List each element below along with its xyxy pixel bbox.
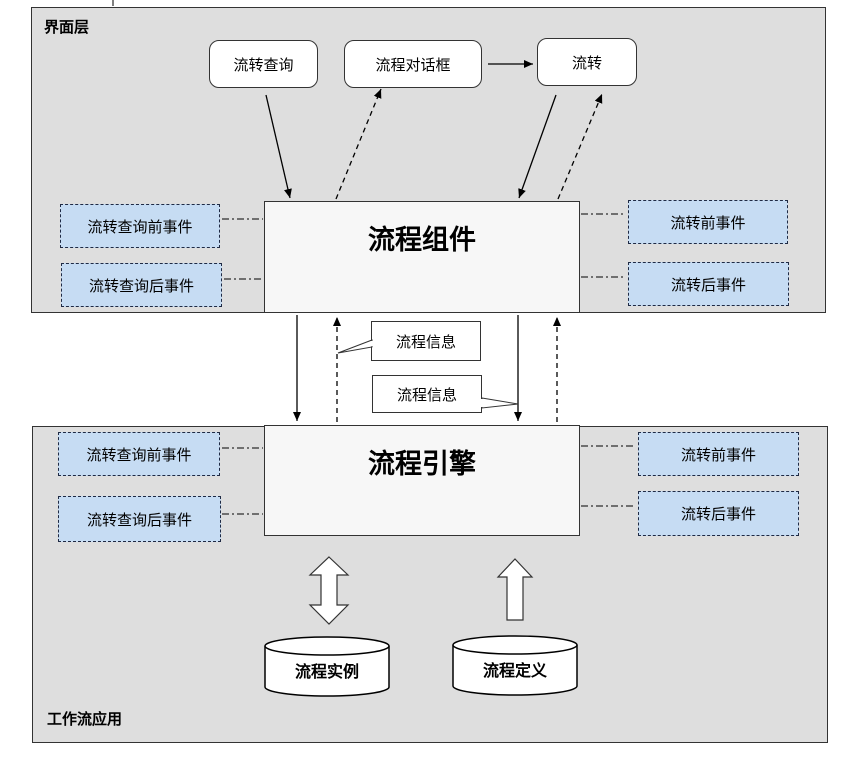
transfer-to-component-arrow	[518, 94, 557, 199]
app-after-query-event: 流转查询后事件	[58, 496, 221, 542]
ui-before-query-event: 流转查询前事件	[60, 204, 220, 248]
callout-lower-pointer	[481, 397, 519, 409]
app-layer-title: 工作流应用	[47, 710, 123, 728]
flow-info-callout-upper: 流程信息	[371, 321, 481, 361]
component-to-dialog-arrow	[335, 88, 382, 200]
process-component-box: 流程组件	[264, 201, 580, 313]
flow-transfer-button[interactable]: 流转	[537, 38, 637, 86]
ui-layer-title: 界面层	[44, 18, 90, 36]
definition-to-engine-arrow	[496, 558, 534, 621]
process-definition-cylinder	[452, 635, 578, 696]
callout-upper-pointer	[337, 339, 373, 354]
query-to-component-arrow	[265, 94, 292, 199]
process-instance-label: 流程实例	[294, 662, 359, 681]
flow-info-callout-lower: 流程信息	[372, 375, 482, 413]
ui-after-transfer-event: 流转后事件	[628, 262, 789, 306]
app-after-transfer-event: 流转后事件	[638, 491, 799, 536]
app-before-query-event: 流转查询前事件	[58, 432, 220, 476]
process-definition-label: 流程定义	[482, 661, 547, 680]
ui-before-transfer-event: 流转前事件	[628, 200, 788, 244]
flow-dialog-button[interactable]: 流程对话框	[344, 40, 482, 88]
process-instance-cylinder	[264, 636, 390, 697]
ui-after-query-event: 流转查询后事件	[61, 263, 222, 307]
component-to-transfer-arrow	[557, 93, 603, 200]
process-engine-box: 流程引擎	[264, 425, 580, 536]
app-before-transfer-event: 流转前事件	[638, 432, 799, 476]
flow-query-button[interactable]: 流转查询	[209, 40, 318, 88]
engine-instance-double-arrow	[308, 556, 350, 625]
